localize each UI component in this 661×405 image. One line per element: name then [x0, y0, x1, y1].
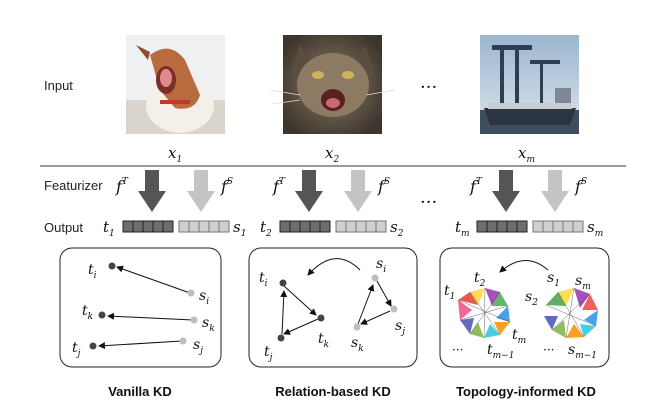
- dog-photo: [126, 35, 225, 134]
- svg-text:t1: t1: [444, 283, 455, 302]
- teacher-featurizer-label: fT: [272, 177, 286, 196]
- student-featurizer-label: fS: [220, 177, 233, 196]
- teacher-feature-vector: [122, 220, 174, 233]
- teacher-output-label: t1: [103, 218, 115, 239]
- output-row-label: Output: [44, 220, 83, 235]
- output-group-1: t1 s1: [103, 218, 246, 239]
- student-arrow: [187, 170, 215, 212]
- teacher-feature-vector: [476, 220, 528, 233]
- input-row-label: Input: [44, 78, 73, 93]
- student-output-label: s1: [233, 218, 246, 239]
- teacher-featurizer-label: fT: [115, 177, 129, 196]
- student-feature-vector: [178, 220, 230, 233]
- student-node-i: [187, 289, 195, 297]
- teacher-node-k: [98, 311, 106, 319]
- teacher-node-k: [317, 314, 325, 322]
- input-ellipsis: ···: [420, 77, 437, 98]
- featurizer-group-m: fT fS: [469, 170, 587, 212]
- teacher-arrow: [295, 170, 323, 212]
- featurizer-group-1: fT fS: [115, 170, 233, 212]
- svg-text:···: ···: [452, 343, 463, 357]
- svg-text:ti: ti: [88, 262, 97, 281]
- teacher-feature-vector: [279, 220, 331, 233]
- teacher-node-j: [277, 334, 285, 342]
- student-node-j: [390, 305, 398, 313]
- svg-text:s1: s1: [547, 270, 560, 289]
- teacher-output-label: t2: [260, 218, 272, 239]
- input-label-m: xm: [518, 144, 535, 165]
- topology-kd-caption: Topology-informed KD: [456, 384, 596, 399]
- input-label-1: x1: [168, 144, 182, 165]
- svg-text:sm: sm: [575, 273, 591, 292]
- student-node-k: [353, 323, 361, 331]
- topology-transfer-arrow: [499, 260, 549, 273]
- svg-text:t2: t2: [474, 270, 486, 289]
- output-group-2: t2 s2: [260, 218, 404, 239]
- teacher-arrow: [492, 170, 520, 212]
- featurizer-ellipsis: ···: [420, 192, 437, 213]
- student-output-label: sm: [587, 218, 603, 239]
- student-featurizer-label: fS: [377, 177, 390, 196]
- teacher-simplicial-complex: [457, 287, 511, 339]
- featurizer-group-2: fT fS: [272, 170, 390, 212]
- teacher-output-label: tm: [455, 218, 470, 239]
- student-simplicial-complex: [544, 287, 598, 339]
- teacher-featurizer-label: fT: [469, 177, 483, 196]
- svg-text:sk: sk: [202, 315, 215, 334]
- teacher-node-i: [279, 279, 287, 287]
- svg-text:s2: s2: [525, 289, 538, 308]
- input-label-2: x2: [325, 144, 339, 165]
- teacher-arrow: [138, 170, 166, 212]
- relation-transfer-arrow: [307, 258, 361, 276]
- cat-photo: [269, 35, 396, 134]
- topology-kd-panel: t1 t2 tm tm−1 s1 s2 sm sm−1 ··· ···: [439, 247, 610, 368]
- vanilla-kd-panel: ti si tk sk tj sj: [59, 247, 222, 368]
- student-feature-vector: [532, 220, 584, 233]
- student-output-label: s2: [390, 218, 404, 239]
- distill-arrow-j: [98, 340, 183, 350]
- teacher-node-j: [89, 342, 97, 350]
- svg-text:tk: tk: [82, 303, 93, 322]
- distill-arrow-k: [107, 312, 194, 321]
- student-arrow: [344, 170, 372, 212]
- relation-kd-panel: ti tk tj si sj sk: [248, 247, 418, 368]
- student-feature-vector: [335, 220, 387, 233]
- svg-text:si: si: [376, 256, 386, 275]
- svg-text:tj: tj: [72, 340, 81, 359]
- ship-photo: [480, 35, 579, 134]
- svg-text:sk: sk: [351, 335, 364, 354]
- svg-text:tm: tm: [512, 327, 526, 346]
- svg-text:tj: tj: [264, 344, 273, 363]
- relation-kd-caption: Relation-based KD: [275, 384, 391, 399]
- student-node-j: [179, 337, 187, 345]
- student-arrow: [541, 170, 569, 212]
- svg-text:sj: sj: [395, 318, 405, 337]
- svg-text:si: si: [199, 288, 209, 307]
- svg-text:sm−1: sm−1: [568, 342, 597, 361]
- svg-text:ti: ti: [259, 270, 268, 289]
- student-featurizer-label: fS: [574, 177, 587, 196]
- svg-text:tk: tk: [318, 331, 329, 350]
- teacher-node-i: [108, 262, 116, 270]
- student-node-i: [371, 274, 379, 282]
- featurizer-row-label: Featurizer: [44, 178, 103, 193]
- student-node-k: [190, 316, 198, 324]
- output-group-m: tm sm: [455, 218, 603, 239]
- vanilla-kd-caption: Vanilla KD: [108, 384, 172, 399]
- svg-text:tm−1: tm−1: [487, 342, 514, 361]
- svg-text:···: ···: [543, 343, 554, 357]
- distill-arrow-i: [116, 265, 191, 294]
- svg-text:sj: sj: [193, 337, 203, 356]
